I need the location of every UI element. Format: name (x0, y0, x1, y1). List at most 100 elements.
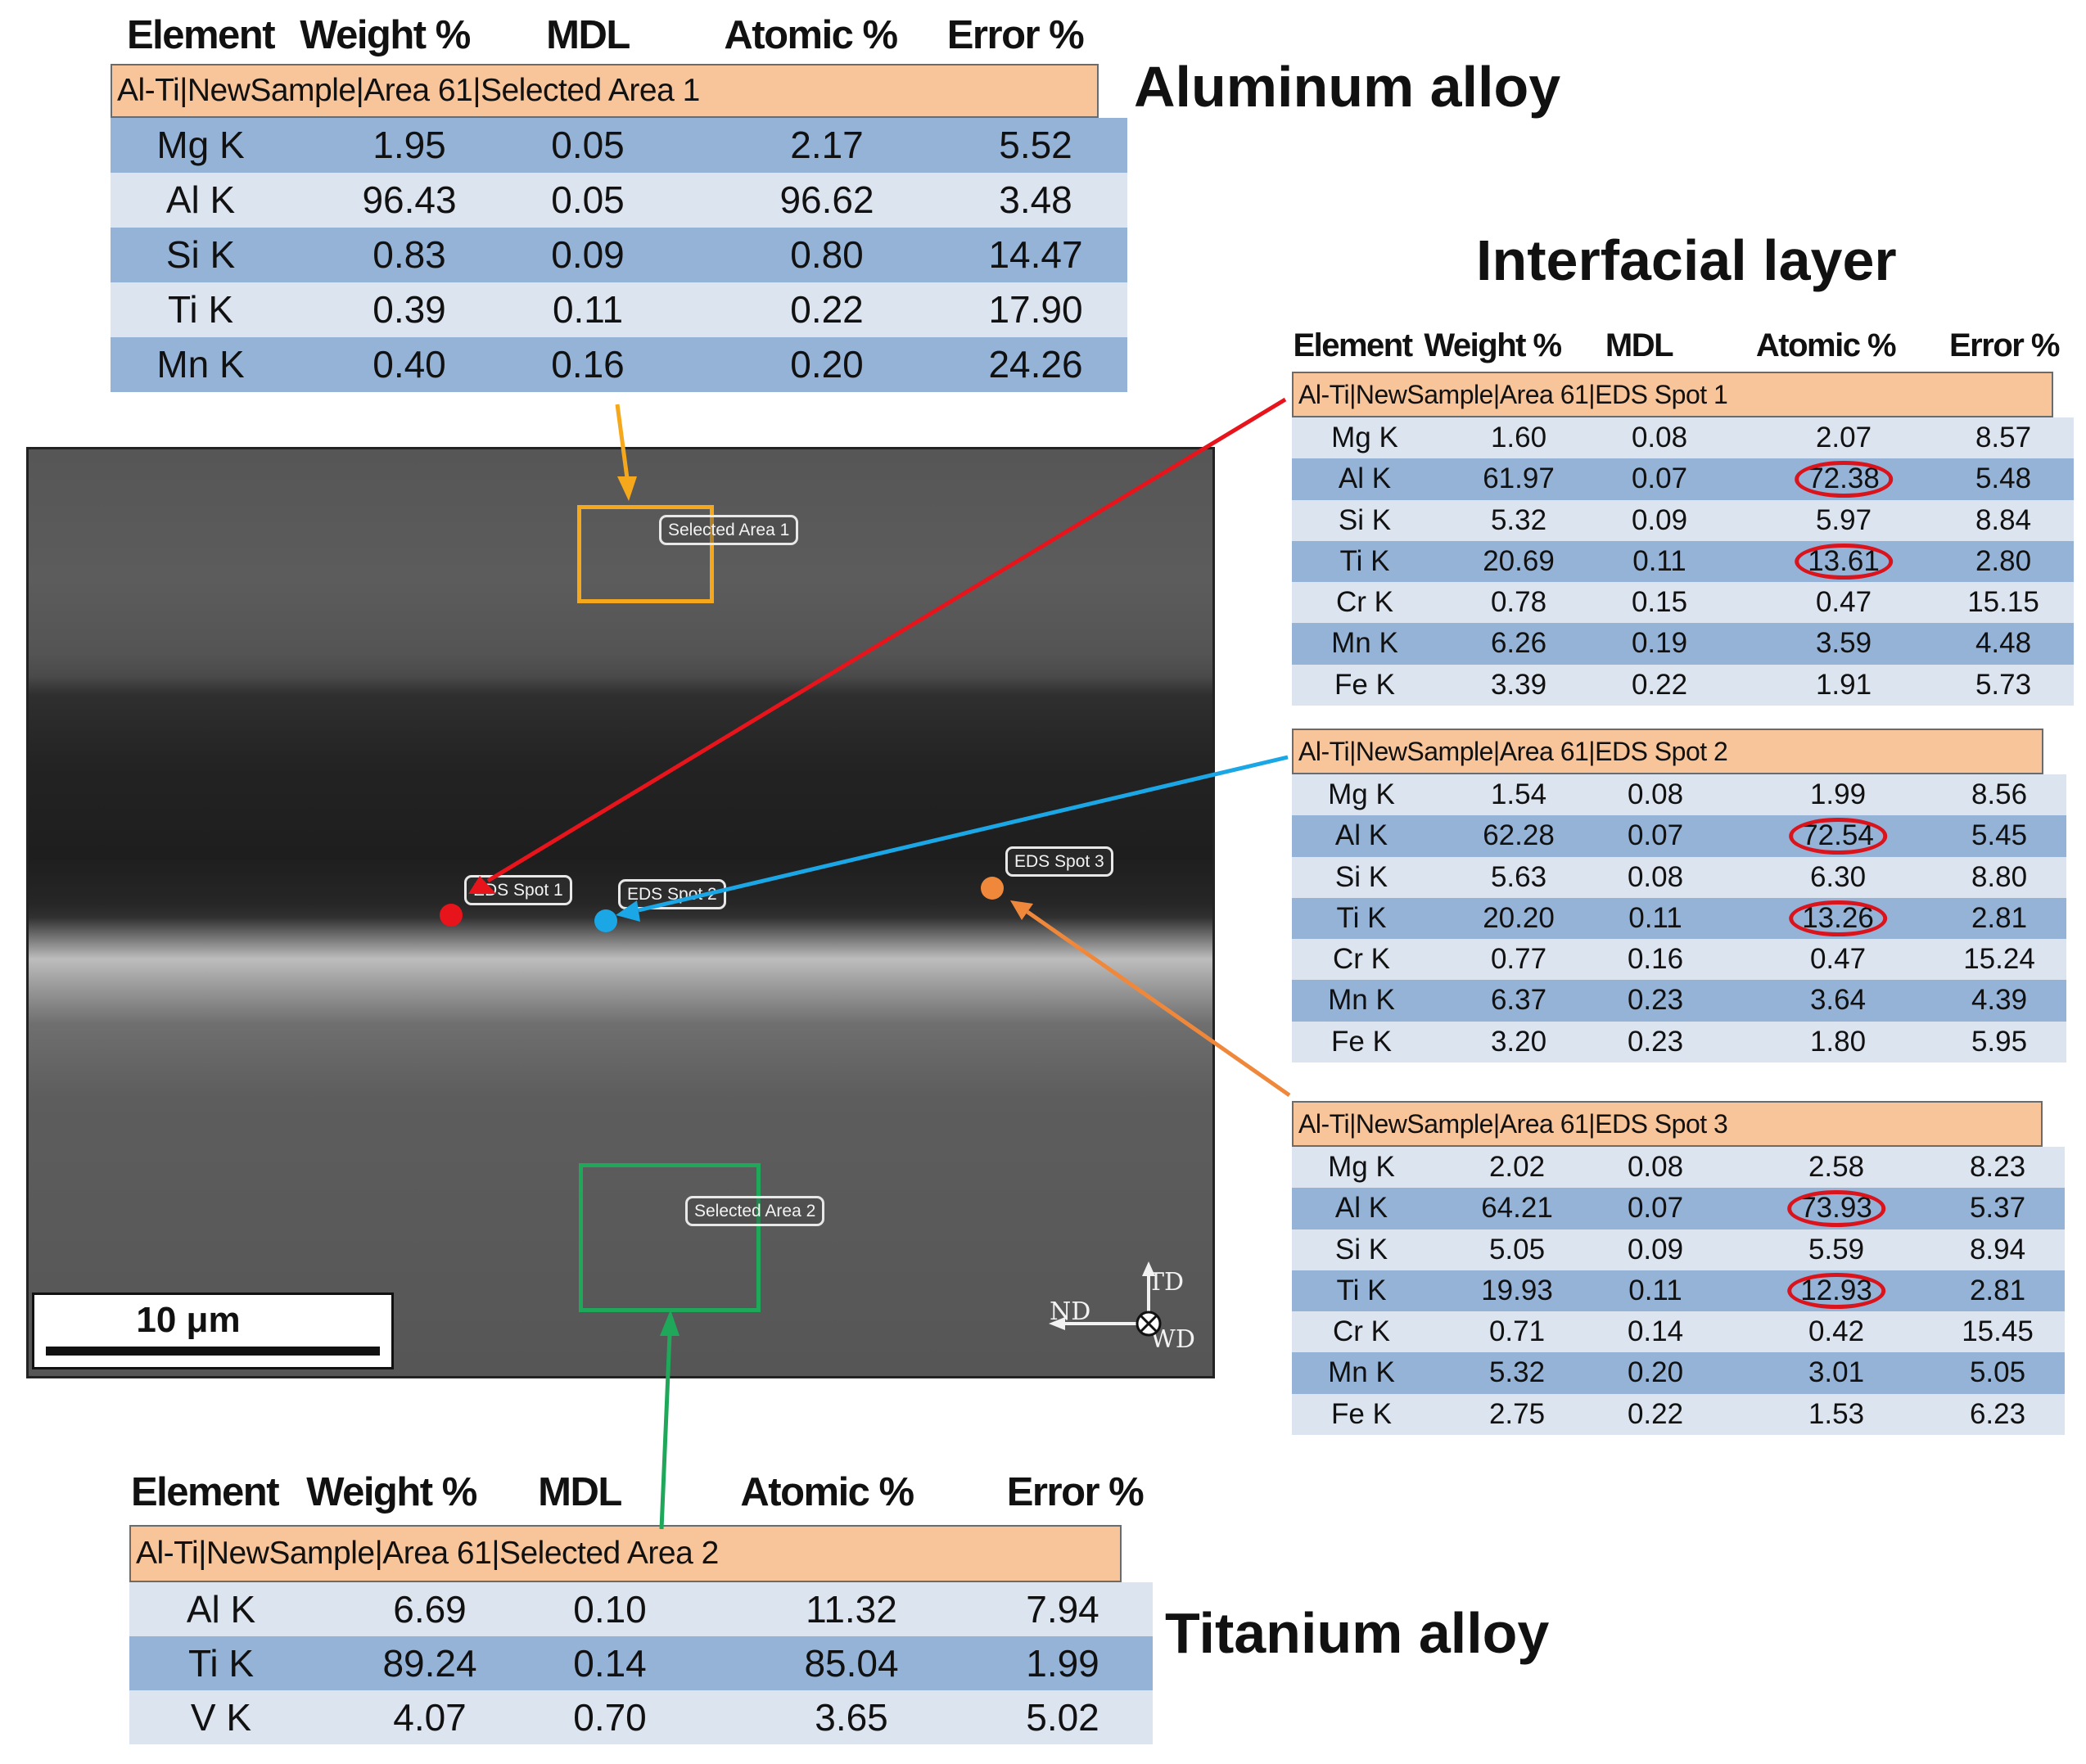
value-cell: 15.45 (1962, 1315, 2034, 1348)
value-cell: 0.22 (790, 288, 864, 331)
value-cell: 5.52 (999, 124, 1072, 166)
value-cell: 3.48 (999, 178, 1072, 221)
value-cell: 20.69 (1483, 544, 1555, 577)
eds-source-bar: Al-Ti|NewSample|Area 61|EDS Spot 1 (1292, 372, 2053, 417)
value-cell: 3.01 (1808, 1356, 1865, 1389)
titanium-alloy-title: Titanium alloy (1165, 1601, 1550, 1665)
sample-axes-icon (1049, 1261, 1162, 1337)
value-cell: 0.47 (1809, 943, 1867, 976)
value-cell: 8.23 (1969, 1151, 2026, 1183)
value-cell: 0.23 (1627, 1025, 1684, 1058)
value-cell: 1.91 (1815, 668, 1872, 701)
column-header: Error % (1006, 1470, 1145, 1514)
value-cell: 0.77 (1490, 943, 1547, 976)
value-cell: 0.47 (1815, 586, 1872, 619)
value-cell: 2.80 (1975, 544, 2032, 577)
value-cell: 0.08 (1627, 778, 1684, 810)
value-cell: 0.11 (552, 288, 624, 331)
element-cell: Al K (1334, 819, 1388, 852)
value-cell: 24.26 (988, 343, 1083, 386)
value-cell: 5.05 (1969, 1356, 2026, 1389)
value-cell: 11.32 (806, 1588, 897, 1631)
element-cell: Mg K (156, 124, 245, 166)
eds-source-bar: Al-Ti|NewSample|Area 61|Selected Area 1 (111, 64, 1099, 118)
value-cell: 8.56 (1971, 778, 2028, 810)
value-cell: 3.39 (1490, 668, 1547, 701)
value-cell: 0.15 (1631, 586, 1688, 619)
value-cell: 0.14 (1627, 1315, 1684, 1348)
element-cell: Ti K (187, 1642, 255, 1685)
element-cell: Ti K (1336, 1274, 1387, 1306)
eds-source-bar: Al-Ti|NewSample|Area 61|EDS Spot 3 (1292, 1101, 2043, 1147)
selected-area-2-label: Selected Area 2 (685, 1196, 825, 1226)
element-cell: Mn K (1328, 1356, 1395, 1389)
element-cell: Ti K (1339, 544, 1390, 577)
value-cell: 15.24 (1963, 943, 2035, 976)
scale-bar-label: 10 μm (136, 1300, 241, 1340)
value-cell: 5.97 (1815, 503, 1872, 536)
value-cell: 4.48 (1975, 627, 2032, 660)
column-header: Element (1293, 327, 1413, 363)
value-cell: 1.99 (1809, 778, 1867, 810)
value-cell: 8.57 (1975, 422, 2032, 453)
value-cell: 0.07 (1631, 462, 1688, 495)
scale-bar: 10 μm (32, 1293, 394, 1369)
value-cell: 5.02 (1026, 1696, 1099, 1739)
value-cell: 72.54 (1789, 815, 1887, 856)
value-cell: 0.07 (1627, 1192, 1684, 1225)
element-cell: Si K (165, 233, 236, 276)
value-cell: 0.09 (1627, 1233, 1684, 1265)
value-cell: 1.80 (1809, 1025, 1867, 1058)
value-cell: 17.90 (988, 288, 1083, 331)
value-cell: 0.70 (573, 1696, 647, 1739)
value-cell: 6.26 (1490, 627, 1547, 660)
value-cell: 8.84 (1975, 503, 2032, 536)
value-cell: 0.16 (551, 343, 625, 386)
value-cell: 3.59 (1815, 627, 1872, 660)
td-label: TD (1148, 1268, 1185, 1297)
value-cell: 2.75 (1488, 1397, 1546, 1430)
column-header: MDL (546, 13, 630, 57)
value-cell: 5.32 (1490, 503, 1547, 536)
value-cell: 3.64 (1809, 984, 1867, 1017)
value-cell: 0.11 (1628, 1274, 1682, 1306)
column-header: Weight % (306, 1470, 477, 1514)
value-cell: 2.81 (1969, 1274, 2026, 1306)
value-cell: 5.63 (1490, 860, 1547, 893)
column-header: Atomic % (724, 13, 898, 57)
value-cell: 85.04 (804, 1642, 899, 1685)
value-cell: 5.48 (1975, 462, 2032, 495)
value-cell: 0.22 (1631, 668, 1688, 701)
value-cell: 0.11 (1628, 901, 1682, 934)
value-cell: 0.08 (1627, 1151, 1684, 1183)
value-cell: 8.80 (1971, 860, 2028, 893)
element-cell: Si K (1334, 860, 1388, 893)
element-cell: Mn K (1328, 984, 1395, 1017)
element-cell: Fe K (1334, 668, 1395, 701)
element-cell: Cr K (1336, 586, 1393, 619)
value-cell: 0.23 (1627, 984, 1684, 1017)
eds-spot-1-label: EDS Spot 1 (464, 875, 572, 905)
element-cell: Al K (186, 1588, 256, 1631)
value-cell: 6.23 (1969, 1397, 2026, 1430)
value-cell: 6.69 (393, 1588, 467, 1631)
element-cell: Si K (1338, 503, 1392, 536)
value-cell: 0.71 (1488, 1315, 1546, 1348)
aluminum-alloy-title: Aluminum alloy (1134, 55, 1561, 119)
value-cell: 0.05 (551, 124, 625, 166)
